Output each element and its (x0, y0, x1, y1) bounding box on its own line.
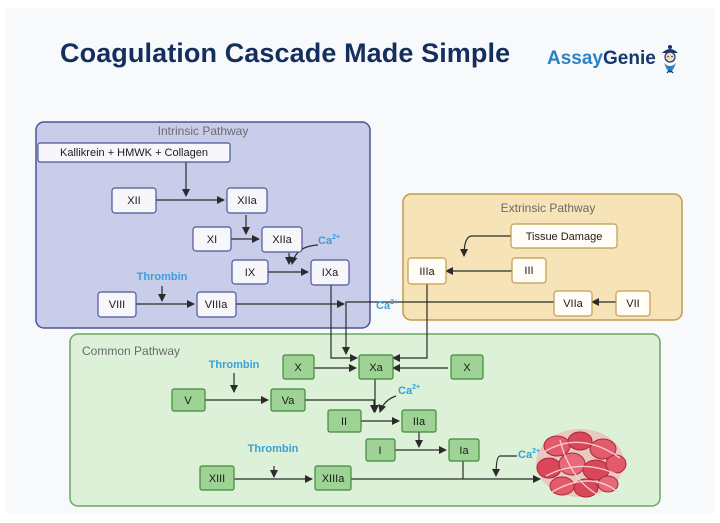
node-ia: Ia (448, 438, 480, 462)
svg-text:XIII: XIII (209, 473, 226, 485)
svg-text:XIIIa: XIIIa (322, 473, 346, 485)
node-iiia: IIIa (407, 257, 447, 285)
assay-genie-logo: AssayGenie (547, 43, 681, 75)
factor-nodes: Kallikrein + HMWK + Collagen XII XIIa XI… (37, 142, 651, 491)
node-iia: IIa (401, 409, 437, 433)
common-pathway-label: Common Pathway (82, 344, 180, 358)
node-xa: Xa (358, 354, 394, 380)
calcium-label-3: Ca2+ (376, 299, 398, 312)
intrinsic-pathway-region: Intrinsic Pathway (35, 121, 371, 329)
svg-text:V: V (184, 395, 192, 407)
node-ix: IX (231, 259, 269, 285)
arrow-ca-4 (492, 455, 517, 477)
svg-text:III: III (524, 265, 533, 277)
svg-text:Tissue Damage: Tissue Damage (526, 231, 603, 243)
pathway-arrows (136, 162, 616, 483)
cofactor-labels: Thrombin Thrombin Thrombin (137, 271, 299, 455)
node-v: V (171, 388, 206, 412)
logo-text: AssayGenie (547, 48, 656, 70)
node-vii: VII (615, 290, 651, 317)
node-xiia-1: XIIa (226, 187, 268, 214)
logo-text-genie: Genie (603, 48, 656, 69)
node-viiia: VIIIa (196, 291, 237, 318)
svg-text:VII: VII (626, 298, 639, 310)
svg-text:X: X (463, 362, 471, 374)
node-iii: III (511, 257, 547, 284)
svg-text:XIIa: XIIa (272, 234, 292, 246)
svg-text:XI: XI (207, 234, 217, 246)
calcium-labels: Ca2+ Ca2+ Ca2+ Ca2+ (318, 234, 540, 461)
blood-clot-icon (536, 429, 627, 498)
logo-text-assay: Assay (547, 48, 603, 69)
arrow-iiia-to-xa (392, 284, 428, 362)
thrombin-label-2: Thrombin (209, 359, 260, 371)
thrombin-label-1: Thrombin (137, 271, 188, 283)
arrow-ixa-to-xa (330, 285, 358, 362)
node-i: I (365, 438, 396, 462)
node-xii: XII (111, 187, 157, 214)
svg-text:XIIa: XIIa (237, 195, 257, 207)
node-ii: II (327, 409, 362, 433)
svg-text:Va: Va (282, 395, 296, 407)
svg-text:IIIa: IIIa (419, 266, 435, 278)
calcium-label-2: Ca2+ (398, 384, 420, 397)
node-va: Va (270, 388, 306, 412)
arrow-ca-2 (378, 395, 397, 413)
svg-text:Kallikrein + HMWK + Collagen: Kallikrein + HMWK + Collagen (60, 147, 208, 159)
node-ixa: IXa (310, 259, 350, 286)
calcium-label-1: Ca2+ (318, 234, 340, 247)
svg-text:X: X (294, 362, 302, 374)
node-xiiia: XIIIa (314, 465, 352, 491)
node-xiia-2: XIIa (261, 226, 303, 253)
svg-text:VIII: VIII (109, 299, 126, 311)
arrow-tissue-damage (460, 235, 511, 257)
svg-text:IXa: IXa (322, 267, 339, 279)
svg-text:VIIa: VIIa (563, 298, 583, 310)
page-title: Coagulation Cascade Made Simple (60, 38, 511, 68)
svg-text:Ia: Ia (459, 445, 469, 457)
svg-text:VIIIa: VIIIa (205, 299, 229, 311)
extrinsic-pathway-label: Extrinsic Pathway (501, 201, 596, 215)
svg-text:XII: XII (127, 195, 140, 207)
calcium-label-4: Ca2+ (518, 448, 540, 461)
svg-text:I: I (378, 445, 381, 457)
svg-text:IX: IX (245, 267, 256, 279)
node-viia: VIIa (553, 290, 593, 317)
intrinsic-pathway-label: Intrinsic Pathway (158, 124, 249, 138)
node-xiii: XIII (199, 465, 235, 491)
node-x-right: X (450, 354, 484, 380)
node-kallikrein: Kallikrein + HMWK + Collagen (37, 142, 231, 163)
node-viii: VIII (97, 291, 137, 318)
svg-text:II: II (341, 416, 347, 428)
genie-mascot-icon (661, 45, 678, 74)
node-tissue-damage: Tissue Damage (510, 223, 618, 249)
node-x-left: X (282, 354, 315, 380)
arrow-viia-to-xa (342, 301, 554, 355)
node-xi: XI (192, 226, 232, 252)
svg-text:Xa: Xa (369, 362, 383, 374)
common-pathway-region: Common Pathway (69, 333, 661, 507)
thrombin-label-3: Thrombin (248, 443, 299, 455)
svg-text:IIa: IIa (413, 416, 426, 428)
